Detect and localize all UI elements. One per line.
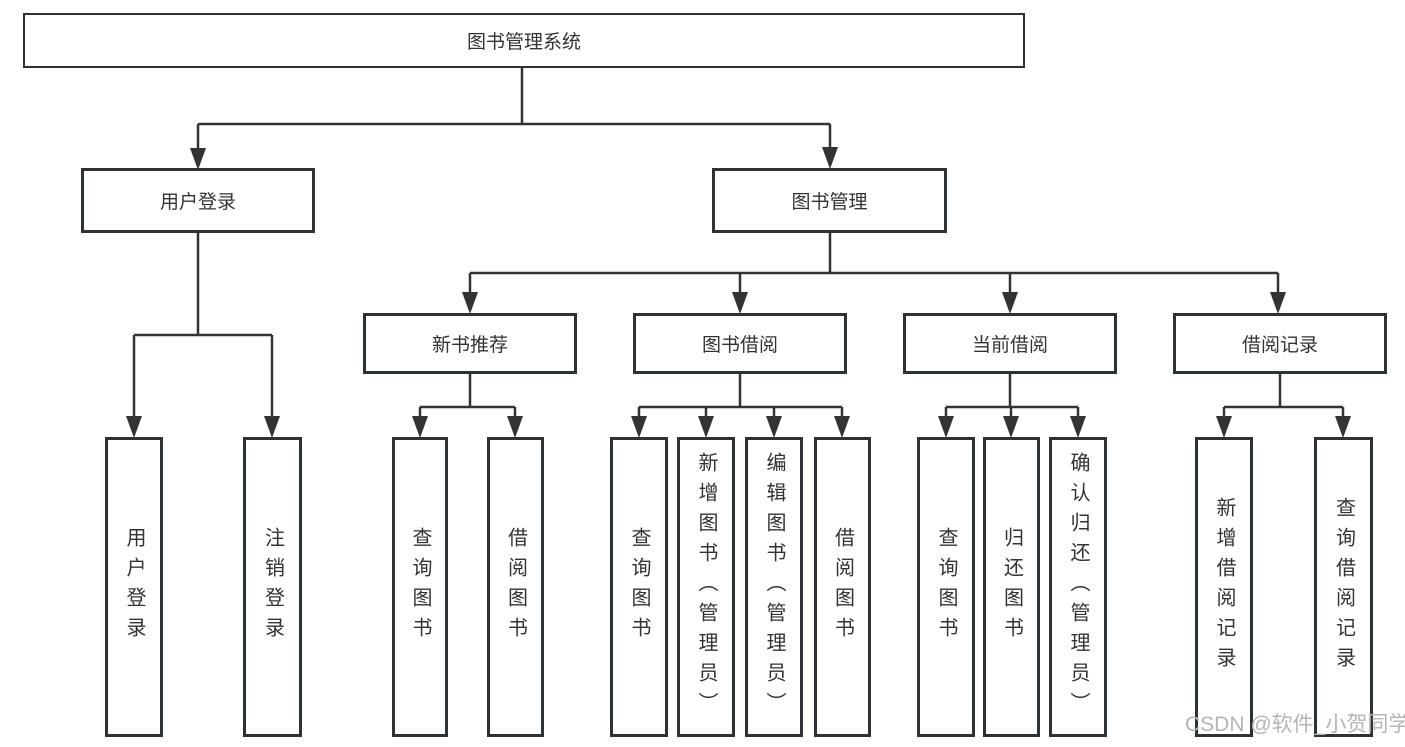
node-user-login: 用户登录 xyxy=(81,168,315,233)
leaf-return-books: 归还图书 xyxy=(983,437,1040,737)
arrowhead-records-add xyxy=(1216,416,1232,438)
edge-records-to-leaves xyxy=(1222,374,1345,428)
leaf-logout: 注销登录 xyxy=(243,437,302,737)
arrowhead-newbook xyxy=(462,292,478,314)
arrowhead-borrow-query xyxy=(631,416,647,438)
csdn-watermark: CSDN @软件_小贺同学 xyxy=(1185,713,1405,736)
arrowhead-login-user xyxy=(126,416,142,438)
arrowhead-records xyxy=(1270,292,1286,314)
arrowhead-records-query xyxy=(1335,416,1351,438)
node-current-borrow: 当前借阅 xyxy=(903,313,1117,374)
leaf-borrow-lend-books: 借阅图书 xyxy=(814,437,871,737)
node-borrow-records: 借阅记录 xyxy=(1173,313,1387,374)
node-book-management: 图书管理 xyxy=(712,168,947,233)
node-library-system: 图书管理系统 xyxy=(23,13,1025,68)
edge-lines xyxy=(132,68,1345,428)
arrowhead-current-confirm xyxy=(1070,416,1086,438)
leaf-borrow-query-books: 查询图书 xyxy=(610,437,668,737)
arrowhead-login-logout xyxy=(264,416,280,438)
edge-borrow-to-leaves xyxy=(637,374,844,428)
node-new-book-recommend: 新书推荐 xyxy=(363,313,577,374)
leaf-confirm-return-admin: 确认归还（管理员） xyxy=(1049,437,1107,737)
edge-root-to-level2 xyxy=(196,68,832,160)
arrowhead-newbook-borrow xyxy=(507,416,523,438)
leaf-edit-books-admin: 编辑图书（管理员） xyxy=(745,437,803,737)
arrowhead-borrow-add xyxy=(698,416,714,438)
arrowhead-current-query xyxy=(938,416,954,438)
leaf-user-login: 用户登录 xyxy=(105,437,163,737)
node-book-borrow: 图书借阅 xyxy=(633,313,847,374)
edge-mgmt-to-level3 xyxy=(468,233,1280,305)
arrowhead-borrow xyxy=(732,292,748,314)
arrowhead-login xyxy=(190,148,206,170)
leaf-add-books-admin: 新增图书（管理员） xyxy=(677,437,735,737)
leaf-newbook-query-books: 查询图书 xyxy=(392,437,448,737)
arrowhead-newbook-query xyxy=(412,416,428,438)
arrowhead-mgmt xyxy=(822,147,838,169)
edge-newbook-to-leaves xyxy=(418,374,517,428)
arrowhead-current xyxy=(1002,292,1018,314)
leaf-query-borrow-record: 查询借阅记录 xyxy=(1314,437,1373,737)
arrowhead-current-return xyxy=(1003,416,1019,438)
edge-login-to-leaves xyxy=(132,233,274,428)
leaf-newbook-borrow-books: 借阅图书 xyxy=(487,437,544,737)
arrowhead-borrow-lend xyxy=(834,416,850,438)
arrowhead-borrow-edit xyxy=(766,416,782,438)
leaf-add-borrow-record: 新增借阅记录 xyxy=(1195,437,1253,737)
edge-arrowheads xyxy=(126,147,1351,438)
leaf-current-query-books: 查询图书 xyxy=(917,437,975,737)
